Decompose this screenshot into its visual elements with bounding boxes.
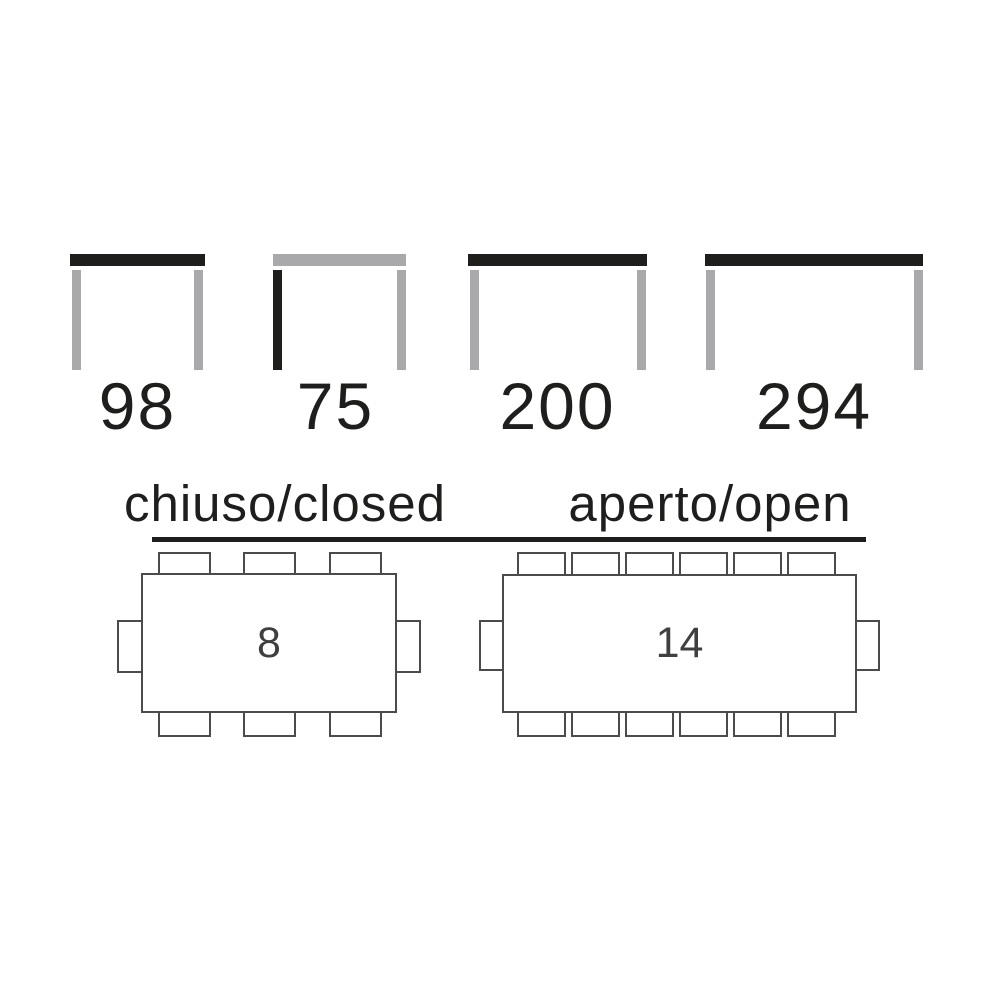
chair [625,710,674,737]
chair [243,710,296,737]
chair [787,552,836,577]
chair [479,620,504,671]
chair [243,552,296,577]
table-leg-left [706,270,715,370]
table-surface-open: 14 [502,574,857,713]
table-leg-right [194,270,203,370]
chair [395,620,421,673]
chair [517,710,566,737]
section-label-open: aperto/open [568,475,852,532]
chair [329,710,382,737]
chair [855,620,880,671]
dimension-label: 294 [755,369,873,443]
chair [679,710,728,737]
seat-count-open: 14 [655,619,704,667]
chair [787,710,836,737]
chair [733,552,782,577]
chair [679,552,728,577]
tabletop-bar-highlighted [705,254,923,266]
section-label-closed: chiuso/closed [123,475,446,532]
dimension-label: 98 [98,369,177,443]
table-leg-right [637,270,646,370]
chair [571,710,620,737]
table-leg-left-highlighted [273,270,282,370]
seat-count-closed: 8 [257,618,281,667]
dimension-label: 75 [296,369,375,443]
table-leg-left [470,270,479,370]
tabletop-bar-highlighted [468,254,647,266]
tabletop-bar [273,254,406,266]
tabletop-bar-highlighted [70,254,205,266]
chair [117,620,143,673]
table-surface-closed: 8 [141,573,397,713]
chair [158,710,211,737]
dimension-label: 200 [499,369,616,443]
section-underline [152,537,866,542]
chair [733,710,782,737]
table-leg-right [914,270,923,370]
table-leg-left [72,270,81,370]
table-leg-right [397,270,406,370]
